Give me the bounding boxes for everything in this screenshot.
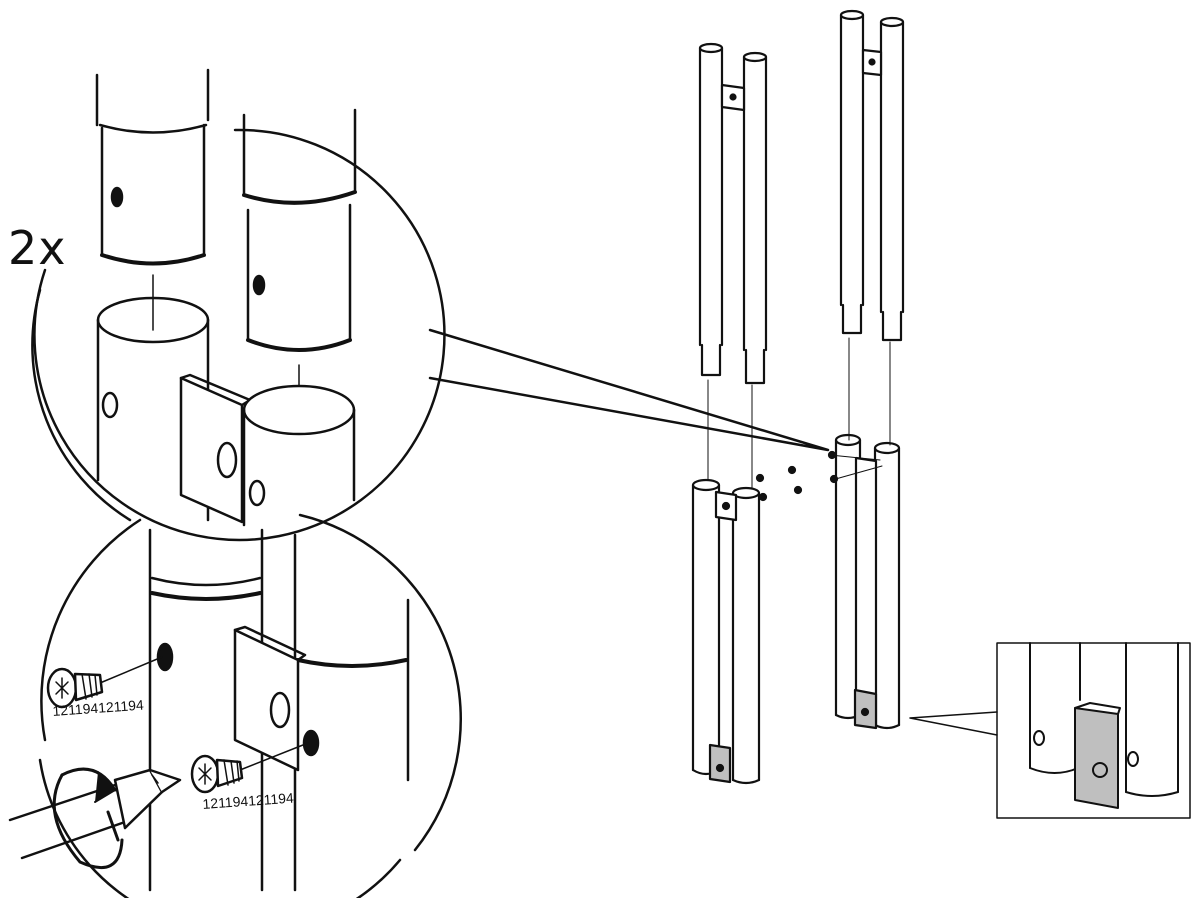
bracket-plate (179, 373, 252, 524)
screw-icon (190, 754, 244, 794)
detail-inset (909, 642, 1191, 819)
tube-upper-right (242, 108, 357, 352)
rotation-arrow-icon (52, 767, 124, 870)
screw-icon (46, 667, 104, 709)
frame-pair-right (755, 9, 905, 730)
tube-lower-right (242, 384, 356, 527)
detail-circle-upper (31, 68, 830, 542)
screwdriver-icon (8, 768, 182, 860)
detail-circle-lower (38, 513, 462, 903)
tube-upper-left (95, 68, 210, 266)
quantity-label: 2x (8, 221, 67, 275)
frame-pair-left (691, 42, 768, 785)
